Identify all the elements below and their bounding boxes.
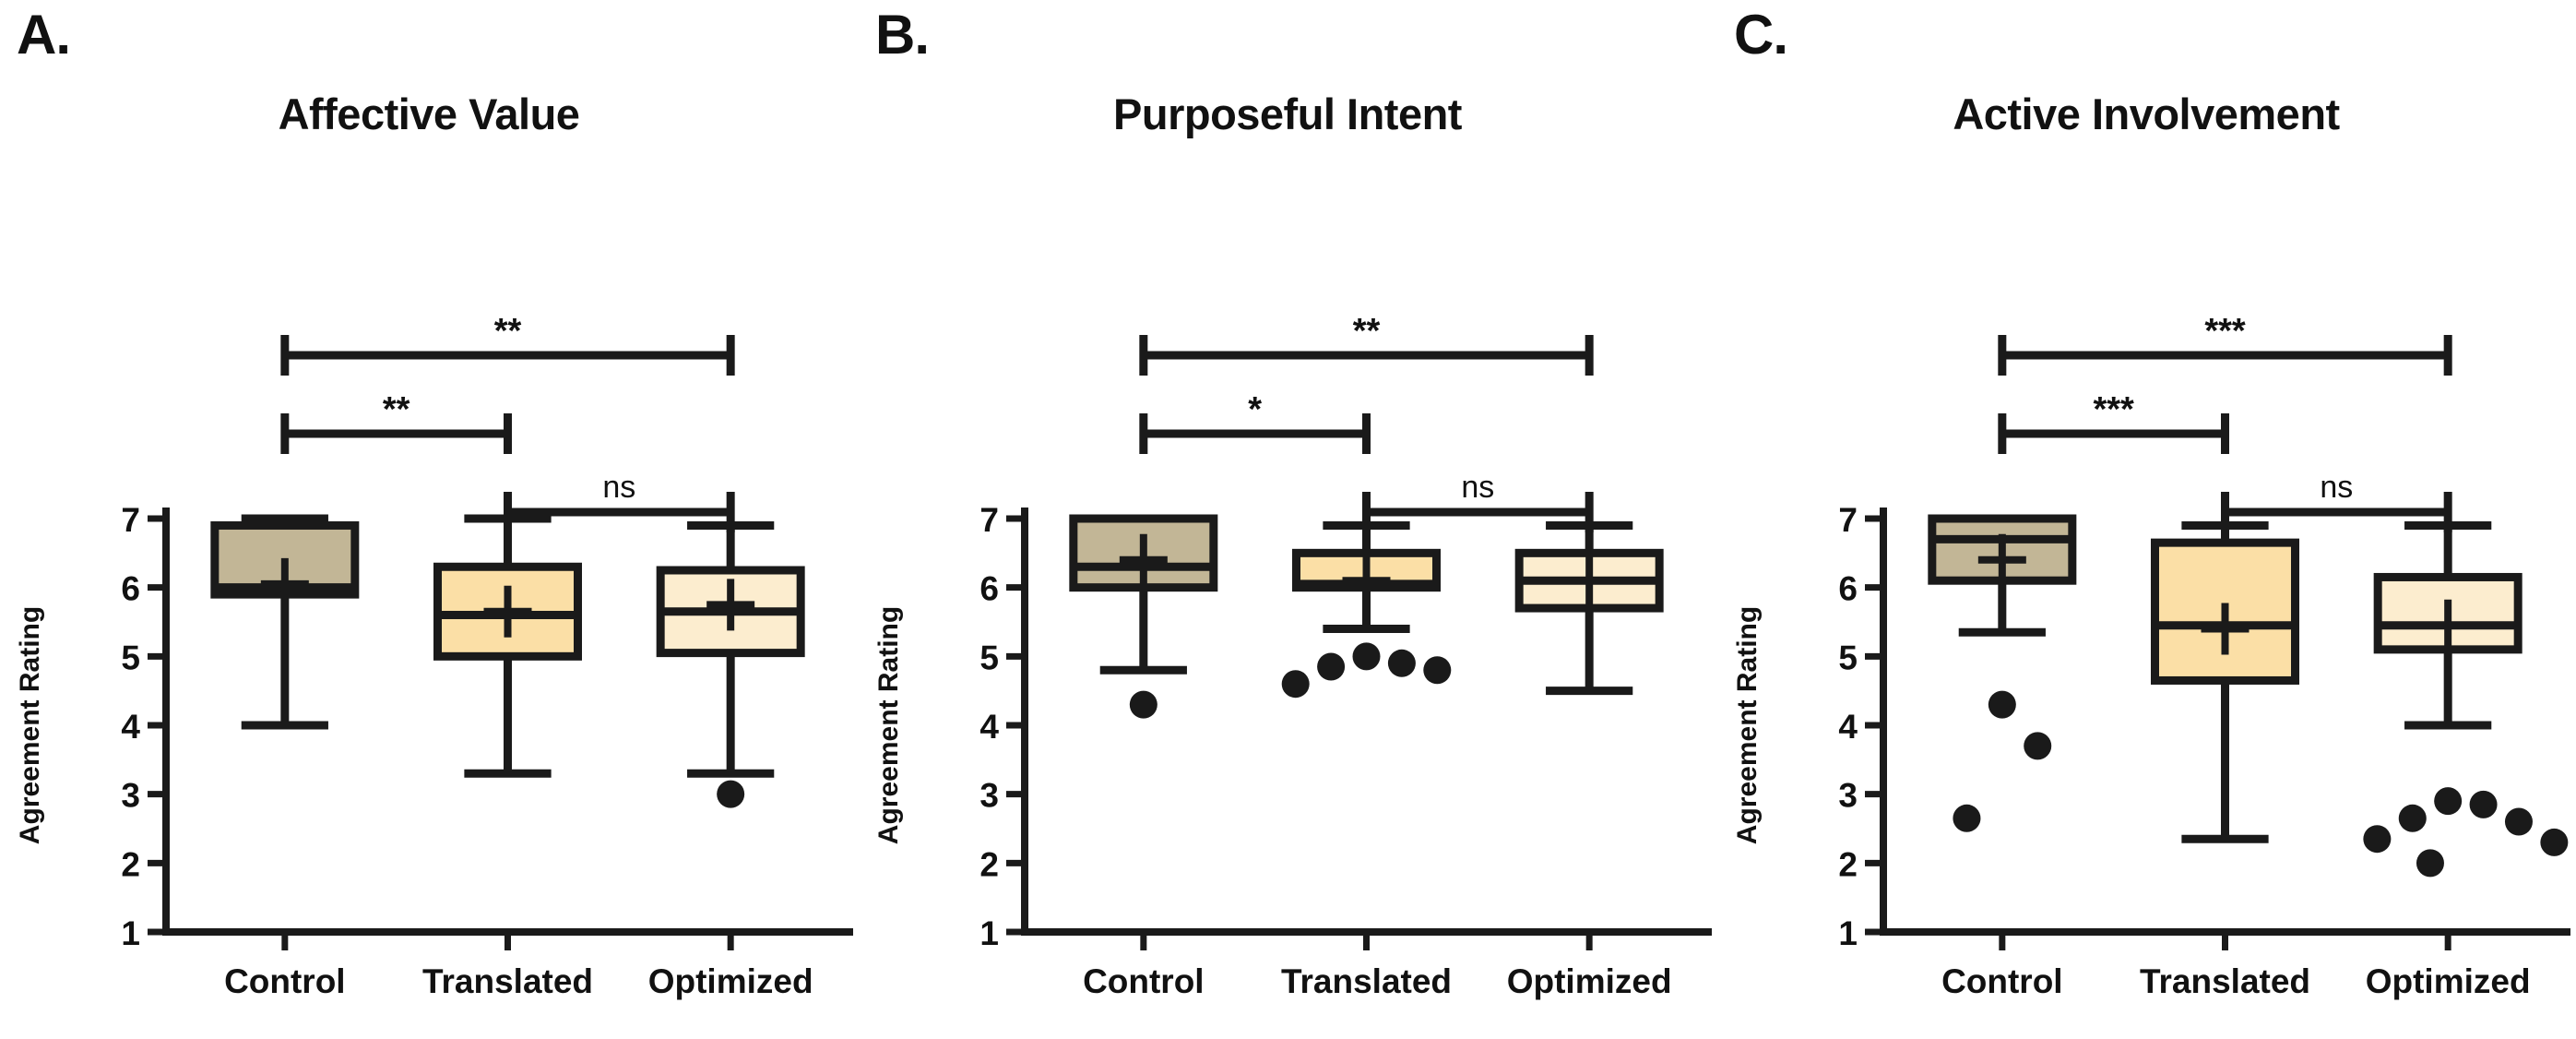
significance-bracket: *** — [1998, 312, 2452, 376]
significance-bracket: * — [1139, 390, 1371, 454]
box-translated — [433, 514, 582, 778]
y-tick-label: 6 — [979, 570, 999, 608]
box-optimized — [1514, 520, 1664, 696]
significance-label: ** — [494, 312, 522, 351]
significance-bracket: ** — [280, 312, 735, 376]
x-tick-label-optimized: Optimized — [2366, 962, 2531, 1000]
box-translated — [1281, 520, 1452, 699]
outlier-point — [2540, 828, 2569, 856]
outlier-point — [2434, 787, 2463, 816]
outlier-point — [2398, 804, 2427, 832]
y-tick-label: 2 — [1838, 845, 1858, 883]
significance-bracket: ns — [1362, 470, 1594, 532]
box-optimized — [2363, 520, 2569, 878]
significance-label: ** — [1353, 312, 1381, 351]
significance-bracket: ** — [1139, 312, 1594, 376]
y-axis-label: Agreement Rating — [1732, 606, 1763, 844]
y-tick-label: 7 — [1838, 501, 1858, 539]
y-tick-label: 4 — [1838, 708, 1858, 746]
panel-c-title: Active Involvement — [1953, 90, 2340, 138]
outlier-point — [2504, 807, 2533, 836]
y-axis-label: Agreement Rating — [873, 606, 904, 844]
significance-bracket: ** — [280, 390, 512, 454]
significance-label: *** — [2204, 312, 2246, 351]
outlier-point — [1129, 690, 1157, 719]
box-control — [1928, 514, 2077, 832]
y-tick-label: 6 — [121, 570, 140, 608]
y-tick-label: 2 — [979, 845, 999, 883]
panel-c-letter: C. — [1734, 4, 1788, 66]
significance-label: ns — [2320, 470, 2353, 505]
outlier-point — [2024, 732, 2052, 760]
x-tick-label-control: Control — [1083, 962, 1205, 1000]
significance-label: * — [1248, 390, 1262, 429]
outlier-point — [717, 780, 745, 808]
outlier-point — [2363, 825, 2392, 854]
outlier-point — [1423, 656, 1452, 685]
outlier-point — [1953, 804, 1981, 832]
box-translated — [2151, 520, 2299, 843]
outlier-point — [1317, 652, 1346, 681]
y-tick-label: 1 — [121, 914, 140, 952]
y-tick-label: 5 — [121, 639, 140, 676]
significance-label: *** — [2093, 390, 2134, 429]
box-control — [210, 514, 360, 730]
outlier-point — [1387, 649, 1416, 677]
panel-a-letter: A. — [17, 4, 71, 66]
y-tick-label: 4 — [979, 708, 999, 746]
significance-label: ns — [1461, 470, 1494, 505]
y-tick-label: 3 — [979, 777, 999, 815]
outlier-point — [1988, 690, 2016, 719]
y-tick-label: 4 — [121, 708, 140, 746]
significance-label: ** — [383, 390, 410, 429]
significance-bracket: *** — [1998, 390, 2229, 454]
y-tick-label: 6 — [1838, 570, 1858, 608]
panel-a-title: Affective Value — [278, 90, 580, 138]
y-tick-label: 1 — [979, 914, 999, 952]
y-tick-label: 7 — [121, 501, 140, 539]
outlier-point — [1352, 642, 1381, 671]
outlier-point — [1281, 670, 1310, 699]
significance-bracket: ns — [504, 470, 735, 532]
y-tick-label: 1 — [1838, 914, 1858, 952]
outlier-point — [2416, 849, 2444, 878]
x-tick-label-translated: Translated — [422, 962, 593, 1000]
x-tick-label-control: Control — [224, 962, 346, 1000]
y-axis-label: Agreement Rating — [15, 606, 45, 844]
x-tick-label-optimized: Optimized — [648, 962, 813, 1000]
significance-bracket: ns — [2221, 470, 2452, 532]
panel-b-letter: B. — [875, 4, 930, 66]
x-tick-label-optimized: Optimized — [1507, 962, 1672, 1000]
panel-c: C. Active Involvement Agreement Rating 1 2… — [1717, 0, 2575, 1034]
y-tick-label: 7 — [979, 501, 999, 539]
box-control — [1069, 514, 1218, 719]
y-tick-label: 2 — [121, 845, 140, 883]
y-tick-label: 3 — [121, 777, 140, 815]
x-tick-label-translated: Translated — [2140, 962, 2310, 1000]
y-tick-label: 5 — [979, 639, 999, 676]
significance-label: ns — [602, 470, 635, 505]
x-tick-label-translated: Translated — [1281, 962, 1452, 1000]
panel-b: B. Purposeful Intent Agreement Rating 1 2 3… — [859, 0, 1716, 1034]
box-optimized — [656, 520, 805, 808]
y-tick-label: 5 — [1838, 639, 1858, 676]
panel-b-title: Purposeful Intent — [1113, 90, 1462, 138]
panel-a: A. Affective Value Agreement Rating 1 2 3 4 5… — [0, 0, 858, 1034]
x-tick-label-control: Control — [1941, 962, 2063, 1000]
y-tick-label: 3 — [1838, 777, 1858, 815]
outlier-point — [2469, 790, 2498, 818]
